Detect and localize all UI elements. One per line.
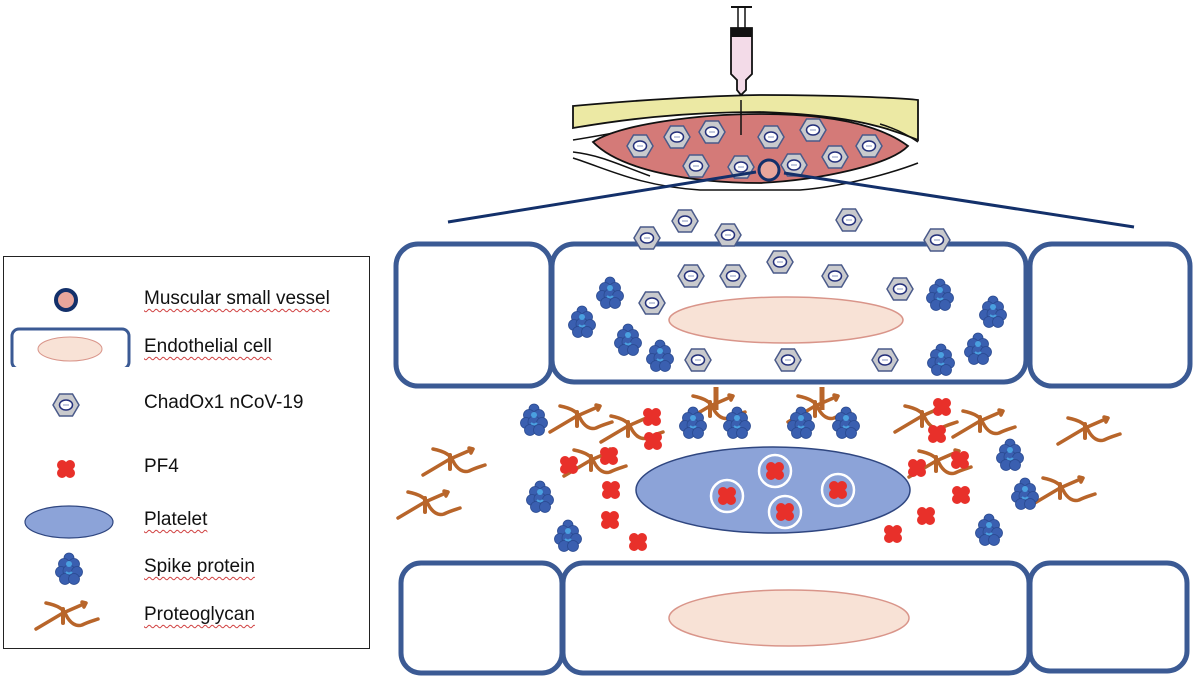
endothelial-cell: [398, 560, 565, 676]
platelet-icon: [24, 505, 114, 539]
platelet: [635, 446, 911, 534]
endothelial-cell: [393, 241, 554, 389]
muscular-small-vessel: [757, 158, 781, 182]
legend: Muscular small vessel Endothelial cell C…: [3, 256, 370, 649]
proteoglycan-icon: [34, 600, 100, 631]
vessel-icon: [54, 288, 78, 312]
endothelial-cell: [1027, 241, 1193, 389]
zoom-line-right: [783, 171, 1135, 229]
proteoglycans: [396, 387, 1122, 520]
legend-item-pf4: PF4: [4, 447, 369, 487]
legend-item-vessel: Muscular small vessel: [4, 279, 369, 319]
spike-protein-icon: [54, 552, 84, 586]
pf4-icon: [57, 460, 75, 478]
legend-label: Endothelial cell: [144, 336, 272, 357]
legend-item-proteoglycan: Proteoglycan: [4, 595, 369, 635]
nucleus: [668, 589, 910, 647]
legend-item-platelet: Platelet: [4, 500, 369, 540]
legend-label: Proteoglycan: [144, 604, 255, 625]
endothelium-bottom: [398, 560, 1190, 676]
legend-item-spike: Spike protein: [4, 547, 369, 587]
endothelial-cell: [1027, 560, 1190, 674]
nucleus: [668, 296, 904, 344]
legend-label: Muscular small vessel: [144, 288, 330, 309]
endothelial-cell-icon: [10, 327, 131, 367]
legend-item-endothelial: Endothelial cell: [4, 327, 369, 367]
legend-label: PF4: [144, 456, 179, 477]
zoom-line-left: [447, 170, 757, 224]
legend-label: Spike protein: [144, 556, 255, 577]
legend-label: ChadOx1 nCoV-19: [144, 392, 304, 413]
legend-item-vaccine: ChadOx1 nCoV-19: [4, 383, 369, 423]
legend-label: Platelet: [144, 509, 208, 530]
vaccine-particle-icon: [52, 393, 80, 417]
